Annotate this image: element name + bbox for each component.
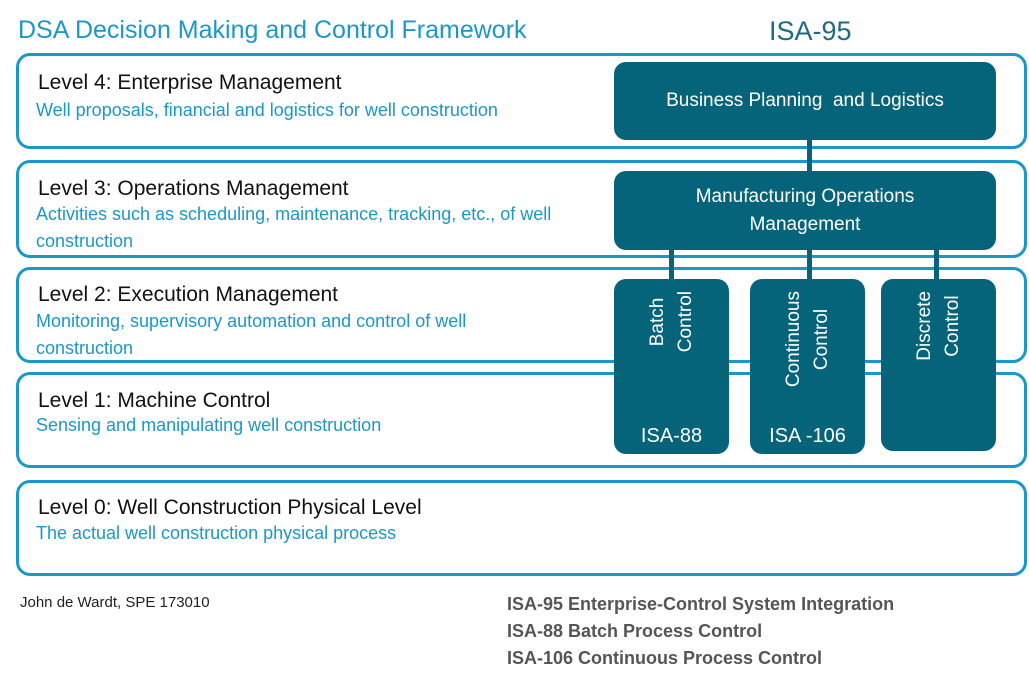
level-2-title: Level 2: Execution Management [38,283,339,306]
continuous-control-box: Continuous Control ISA -106 [750,279,865,454]
connector-business-manufacturing [807,139,812,173]
level-1-title: Level 1: Machine Control [38,389,271,412]
continuous-control-label: Continuous Control [782,291,832,388]
discrete-control-box: Discrete Control [881,279,996,451]
level-2-band: Level 2: Execution Management Monitoring… [16,267,1027,363]
manufacturing-operations-box: Manufacturing Operations Management [614,171,996,250]
level-3-description: Activities such as scheduling, maintenan… [36,204,552,251]
business-planning-box: Business Planning and Logistics [614,62,996,140]
batch-control-box: Batch Control ISA-88 [614,279,729,454]
isa106-label: ISA -106 [769,425,846,447]
level-1-band: Level 1: Machine Control Sensing and man… [16,372,1027,468]
batch-control-label: Batch Control [646,291,696,353]
level-2-description: Monitoring, supervisory automation and c… [36,311,467,358]
level-0-description: The actual well construction physical pr… [36,523,397,543]
source-credit: John de Wardt, SPE 173010 [20,594,210,611]
legend-item-isa88: ISA-88 Batch Process Control [507,621,763,641]
connector-manufacturing-batch [669,248,674,280]
manufacturing-operations-label: Manufacturing Operations Management [695,185,915,235]
level-4-description: Well proposals, financial and logistics … [36,100,498,120]
business-planning-label: Business Planning and Logistics [666,90,944,111]
connector-manufacturing-discrete [934,248,939,280]
legend-item-isa95: ISA-95 Enterprise-Control System Integra… [507,594,895,614]
level-4-title: Level 4: Enterprise Management [38,71,342,94]
standards-legend: ISA-95 Enterprise-Control System Integra… [507,591,894,672]
level-1-description: Sensing and manipulating well constructi… [36,415,382,435]
legend-item-isa106: ISA-106 Continuous Process Control [507,648,823,668]
isa95-header: ISA-95 [769,16,852,46]
level-0-title: Level 0: Well Construction Physical Leve… [38,496,422,519]
level-3-title: Level 3: Operations Management [38,177,349,200]
discrete-control-label: Discrete Control [913,291,963,361]
connector-manufacturing-continuous [807,248,812,280]
diagram-title: DSA Decision Making and Control Framewor… [18,16,527,44]
level-0-band: Level 0: Well Construction Physical Leve… [16,480,1027,576]
isa88-label: ISA-88 [640,425,703,447]
